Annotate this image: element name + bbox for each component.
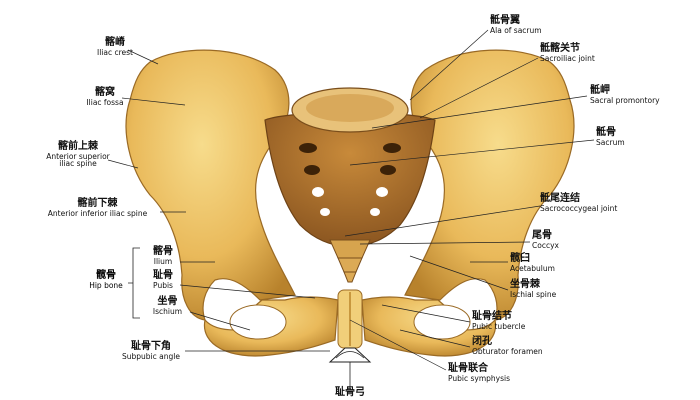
hip-bone-brace <box>128 247 140 319</box>
label-zh: 骶髂关节 <box>540 43 580 54</box>
sacrum-shape <box>264 111 436 249</box>
label-hip-bone: 髋骨 Hip bone <box>82 270 130 290</box>
label-ischial-spine: 坐骨棘 Ischial spine <box>510 279 557 299</box>
label-asis: 髂前上棘 Anterior superior iliac spine <box>28 141 128 169</box>
label-zh: 尾骨 <box>532 230 552 241</box>
label-zh: 坐骨 <box>157 296 178 307</box>
coccyx-shape <box>329 239 371 259</box>
left-leader-lines <box>107 49 330 352</box>
label-en: Sacroiliac joint <box>540 53 595 63</box>
label-en: Coccyx <box>532 240 559 250</box>
label-zh: 髂窝 <box>95 87 115 98</box>
label-zh: 髂前下棘 <box>77 198 118 209</box>
label-en: Pubic symphysis <box>448 373 510 383</box>
label-en: Anterior superior iliac spine <box>46 151 110 169</box>
label-sacrum: 骶骨 Sacrum <box>596 127 625 147</box>
label-sacroiliac-joint: 骶髂关节 Sacroiliac joint <box>540 43 595 63</box>
label-ilium: 髂骨 Ilium <box>143 246 183 266</box>
label-en: Ischium <box>152 306 183 316</box>
label-en: Sacral promontory <box>590 95 660 105</box>
label-en: Anterior inferior iliac spine <box>47 208 148 218</box>
label-ala-of-sacrum: 骶骨翼 Ala of sacrum <box>490 15 542 35</box>
label-en: Ala of sacrum <box>490 25 542 35</box>
label-en: Pubic tubercle <box>472 321 526 331</box>
label-zh: 坐骨棘 <box>510 279 540 290</box>
label-zh: 髂嵴 <box>105 37 125 48</box>
label-zh: 髂前上棘 <box>58 141 98 152</box>
label-en: Iliac crest <box>97 47 133 57</box>
label-zh: 耻骨下角 <box>131 341 171 352</box>
left-ilium <box>125 49 296 321</box>
label-subpubic-angle: 耻骨下角 Subpubic angle <box>115 341 187 361</box>
label-aiis: 髂前下棘 Anterior inferior iliac spine <box>35 198 160 218</box>
label-en: Subpubic angle <box>122 351 180 361</box>
right-leader-lines <box>344 29 595 371</box>
subpubic-angle-marker <box>328 347 372 363</box>
label-en: Acetabulum <box>510 263 555 273</box>
label-zh: 髂骨 <box>153 246 173 257</box>
label-zh: 耻骨结节 <box>472 311 512 322</box>
label-zh: 髋臼 <box>510 253 530 264</box>
label-zh: 耻骨弓 <box>335 387 365 398</box>
label-ischium: 坐骨 Ischium <box>145 296 190 316</box>
label-iliac-fossa: 髂窝 Iliac fossa <box>70 87 140 107</box>
label-en: Iliac fossa <box>86 97 124 107</box>
label-pubic-symphysis: 耻骨联合 Pubic symphysis <box>448 363 510 383</box>
label-en: Obturator foramen <box>472 346 543 356</box>
label-pubis: 耻骨 Pubis <box>143 270 183 290</box>
label-en: Ilium <box>153 256 173 266</box>
label-zh: 骶尾连结 <box>540 193 580 204</box>
label-pubic-arch: 耻骨弓 <box>320 387 380 399</box>
label-coccyx: 尾骨 Coccyx <box>532 230 559 250</box>
label-zh: 耻骨 <box>153 270 173 281</box>
label-en: Sacrum <box>596 137 625 147</box>
label-iliac-crest: 髂嵴 Iliac crest <box>85 37 145 57</box>
label-sacrococcygeal-joint: 骶尾连结 Sacrococcygeal joint <box>540 193 618 213</box>
label-acetabulum: 髋臼 Acetabulum <box>510 253 555 273</box>
label-pubic-tubercle: 耻骨结节 Pubic tubercle <box>472 311 526 331</box>
label-sacral-promontory: 骶岬 Sacral promontory <box>590 85 660 105</box>
label-zh: 骶骨 <box>596 127 616 138</box>
label-en: Ischial spine <box>510 289 557 299</box>
left-obturator-foramen <box>229 304 287 340</box>
label-en: Pubis <box>153 280 173 290</box>
label-zh: 闭孔 <box>472 336 492 347</box>
label-zh: 骶岬 <box>590 85 610 96</box>
right-obturator-foramen <box>413 304 471 340</box>
label-obturator-foramen: 闭孔 Obturator foramen <box>472 336 543 356</box>
label-en: Sacrococcygeal joint <box>540 203 618 213</box>
label-zh: 骶骨翼 <box>490 15 520 26</box>
label-zh: 耻骨联合 <box>448 363 488 374</box>
label-zh: 髋骨 <box>96 270 116 281</box>
label-en: Hip bone <box>89 280 123 290</box>
